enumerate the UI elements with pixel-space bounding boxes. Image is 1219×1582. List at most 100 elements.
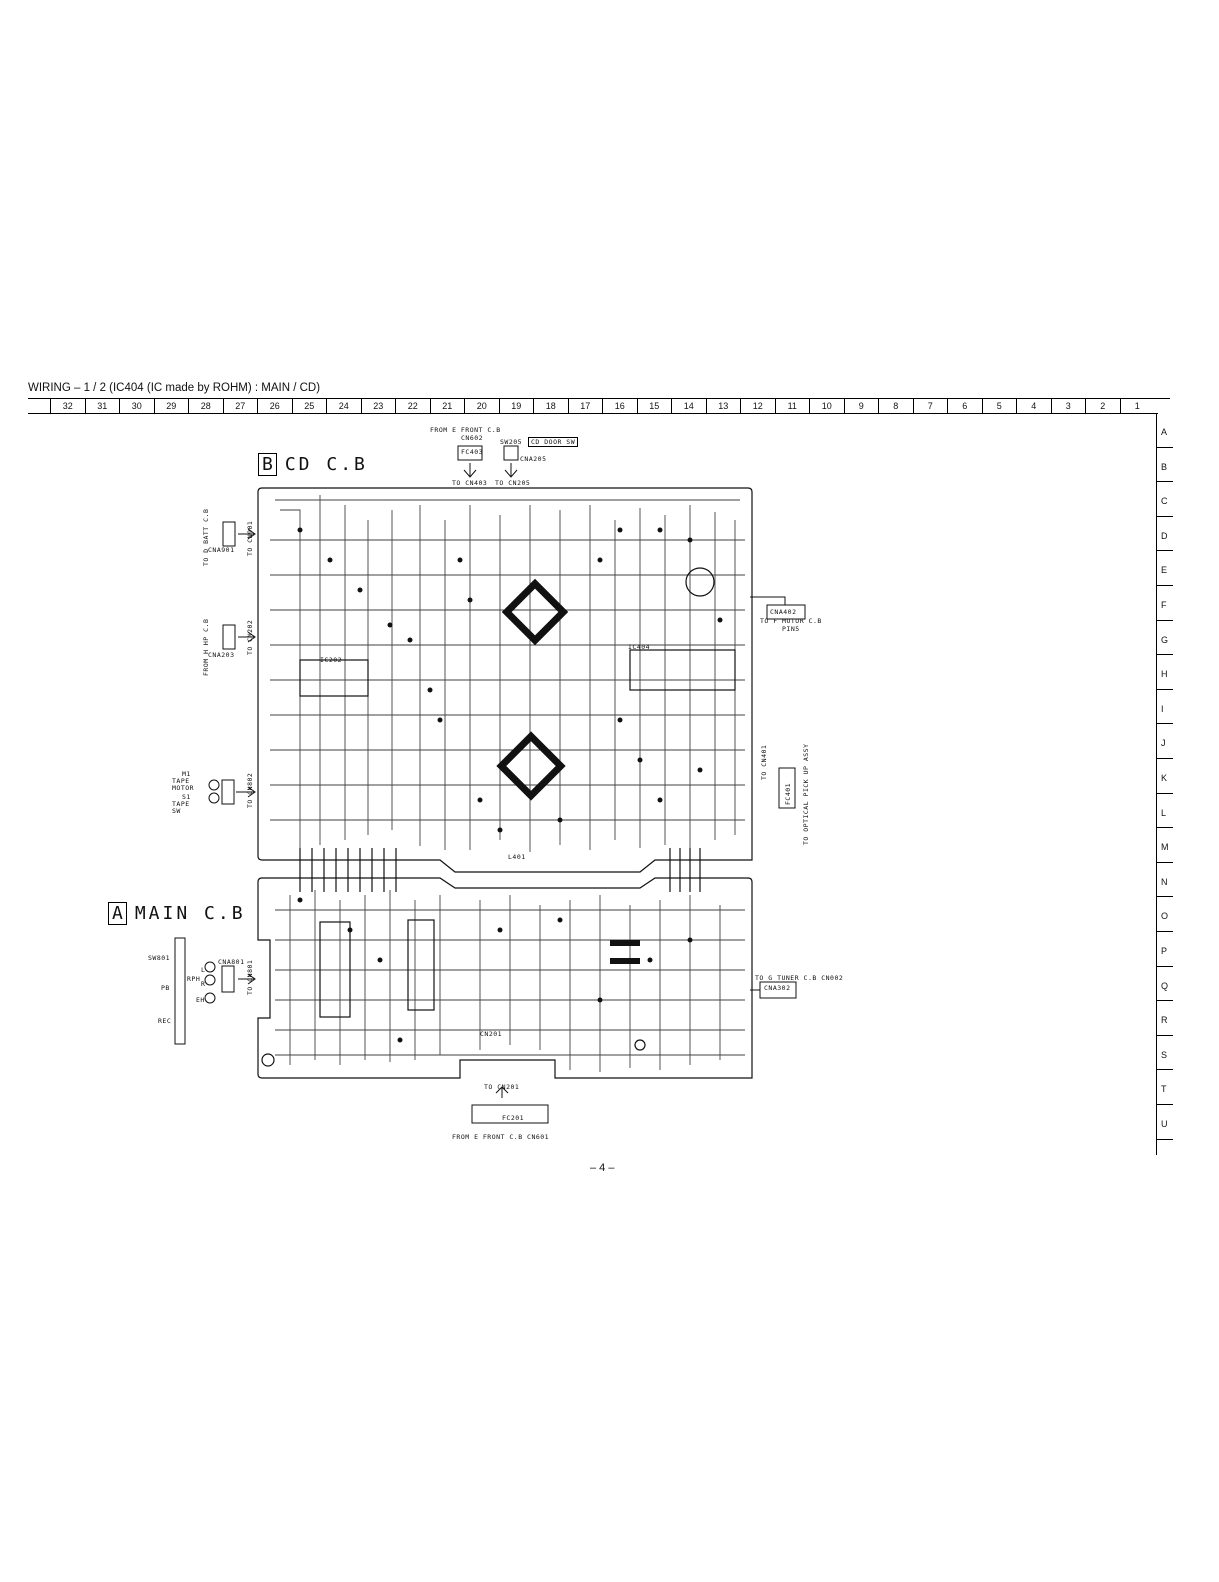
row-label-text: U <box>1161 1119 1168 1129</box>
row-label: G <box>1157 621 1173 656</box>
row-label: F <box>1157 586 1173 621</box>
column-ruler-bottom-line <box>28 413 1158 414</box>
row-label: D <box>1157 517 1173 552</box>
cd-door-sw-label: CD DOOR SW <box>528 437 579 447</box>
row-label: B <box>1157 448 1173 483</box>
column-label: 20 <box>464 398 499 414</box>
l-channel-label: L <box>201 966 206 974</box>
row-label: J <box>1157 724 1173 759</box>
column-label: 21 <box>429 398 465 414</box>
column-label: 31 <box>84 398 120 414</box>
cna402-label: CNA402 <box>770 608 797 616</box>
column-label: 16 <box>602 398 637 414</box>
row-label: Q <box>1157 967 1173 1002</box>
column-label: 27 <box>222 398 258 414</box>
row-label-text: N <box>1161 876 1168 887</box>
row-label-text: A <box>1161 427 1168 437</box>
column-label: 17 <box>567 398 603 414</box>
rph-label: RPH <box>187 975 201 983</box>
to-cn403-label: TO CN403 <box>452 479 488 487</box>
column-label: 25 <box>291 398 327 414</box>
cn201-label: CN201 <box>480 1030 503 1038</box>
column-label: 22 <box>395 398 430 414</box>
column-label: 26 <box>257 398 292 414</box>
fc401-label: FC401 <box>784 782 792 805</box>
column-label: 1 <box>1119 398 1155 414</box>
column-label: 2 <box>1085 398 1120 414</box>
sw801-label: SW801 <box>148 954 171 962</box>
column-label: 28 <box>188 398 223 414</box>
row-label-text: T <box>1161 1084 1167 1095</box>
row-label-text: F <box>1161 600 1167 610</box>
column-label: 10 <box>809 398 844 414</box>
row-label: R <box>1157 1001 1173 1036</box>
row-label: N <box>1157 863 1173 898</box>
row-label: L <box>1157 794 1173 829</box>
cn602-label: CN602 <box>461 434 484 442</box>
to-motor-label: TO F MOTOR C.B <box>760 617 822 625</box>
row-label-text: Q <box>1161 980 1169 991</box>
column-label: 15 <box>636 398 672 414</box>
row-label-text: I <box>1161 703 1164 714</box>
pb-label: PB <box>161 984 170 992</box>
row-label-text: E <box>1161 565 1168 576</box>
fc403-label: FC403 <box>461 448 484 456</box>
cna801-label: CNA801 <box>218 958 245 966</box>
to-tuner-label: TO G TUNER C.B CN002 <box>755 974 844 982</box>
row-label: I <box>1157 690 1173 725</box>
optical-pickup-label: TO OPTICAL PICK UP ASSY <box>802 743 810 845</box>
main-board-name: MAIN C.B <box>134 903 246 924</box>
column-label: 4 <box>1016 398 1051 414</box>
column-label: 23 <box>360 398 396 414</box>
eh-label: EH <box>196 996 205 1004</box>
row-label: C <box>1157 482 1173 517</box>
column-label: 24 <box>326 398 361 414</box>
column-label: 32 <box>50 398 85 414</box>
from-front-top-label: FROM E FRONT C.B <box>430 426 501 434</box>
page-title: WIRING – 1 / 2 (IC404 (IC made by ROHM) … <box>28 382 321 394</box>
cna205-top-label: CNA205 <box>520 455 547 463</box>
row-label-text: D <box>1161 530 1168 541</box>
row-label: T <box>1157 1070 1173 1105</box>
column-label: 18 <box>533 398 568 414</box>
column-label: 8 <box>878 398 913 414</box>
cn202-label: TO CN202 <box>246 619 254 655</box>
cd-board-name: CD C.B <box>284 454 368 475</box>
column-label: 12 <box>740 398 775 414</box>
to-cn201-label: TO CN201 <box>484 1083 520 1091</box>
row-label-text: L <box>1161 807 1167 818</box>
row-label-text: S <box>1161 1049 1168 1060</box>
ic202-outline <box>299 659 369 697</box>
row-label-text: C <box>1161 496 1168 507</box>
s1-label: S1 <box>182 793 191 801</box>
tape-sw-label: TAPE SW <box>172 800 190 815</box>
page-number: – 4 – <box>590 1162 615 1174</box>
row-label-text: B <box>1161 461 1168 472</box>
column-label: 29 <box>153 398 189 414</box>
column-label: 30 <box>119 398 154 414</box>
column-label: 9 <box>843 398 879 414</box>
row-label: O <box>1157 897 1173 932</box>
row-label-text: K <box>1161 773 1168 783</box>
batt-label: TO D BATT C.B <box>202 508 210 566</box>
from-front-bottom-label: FROM E FRONT C.B CN601 <box>452 1133 550 1141</box>
main-board-outline <box>257 877 753 1079</box>
ic202-label: IC202 <box>320 656 343 664</box>
sw205-label: SW205 <box>500 438 523 446</box>
r-channel-label: R <box>201 980 206 988</box>
column-label: 14 <box>671 398 706 414</box>
row-label-text: R <box>1161 1015 1168 1026</box>
ic404-label: IC404 <box>628 643 651 651</box>
m1-label: M1 <box>182 770 191 778</box>
ic404-outline <box>629 649 736 691</box>
cna901-label: CNA901 <box>208 546 235 554</box>
column-label: 5 <box>981 398 1017 414</box>
row-label-text: J <box>1161 738 1166 749</box>
column-label: 7 <box>912 398 948 414</box>
column-label: 11 <box>774 398 810 414</box>
column-label: 13 <box>705 398 741 414</box>
row-label: P <box>1157 932 1173 967</box>
